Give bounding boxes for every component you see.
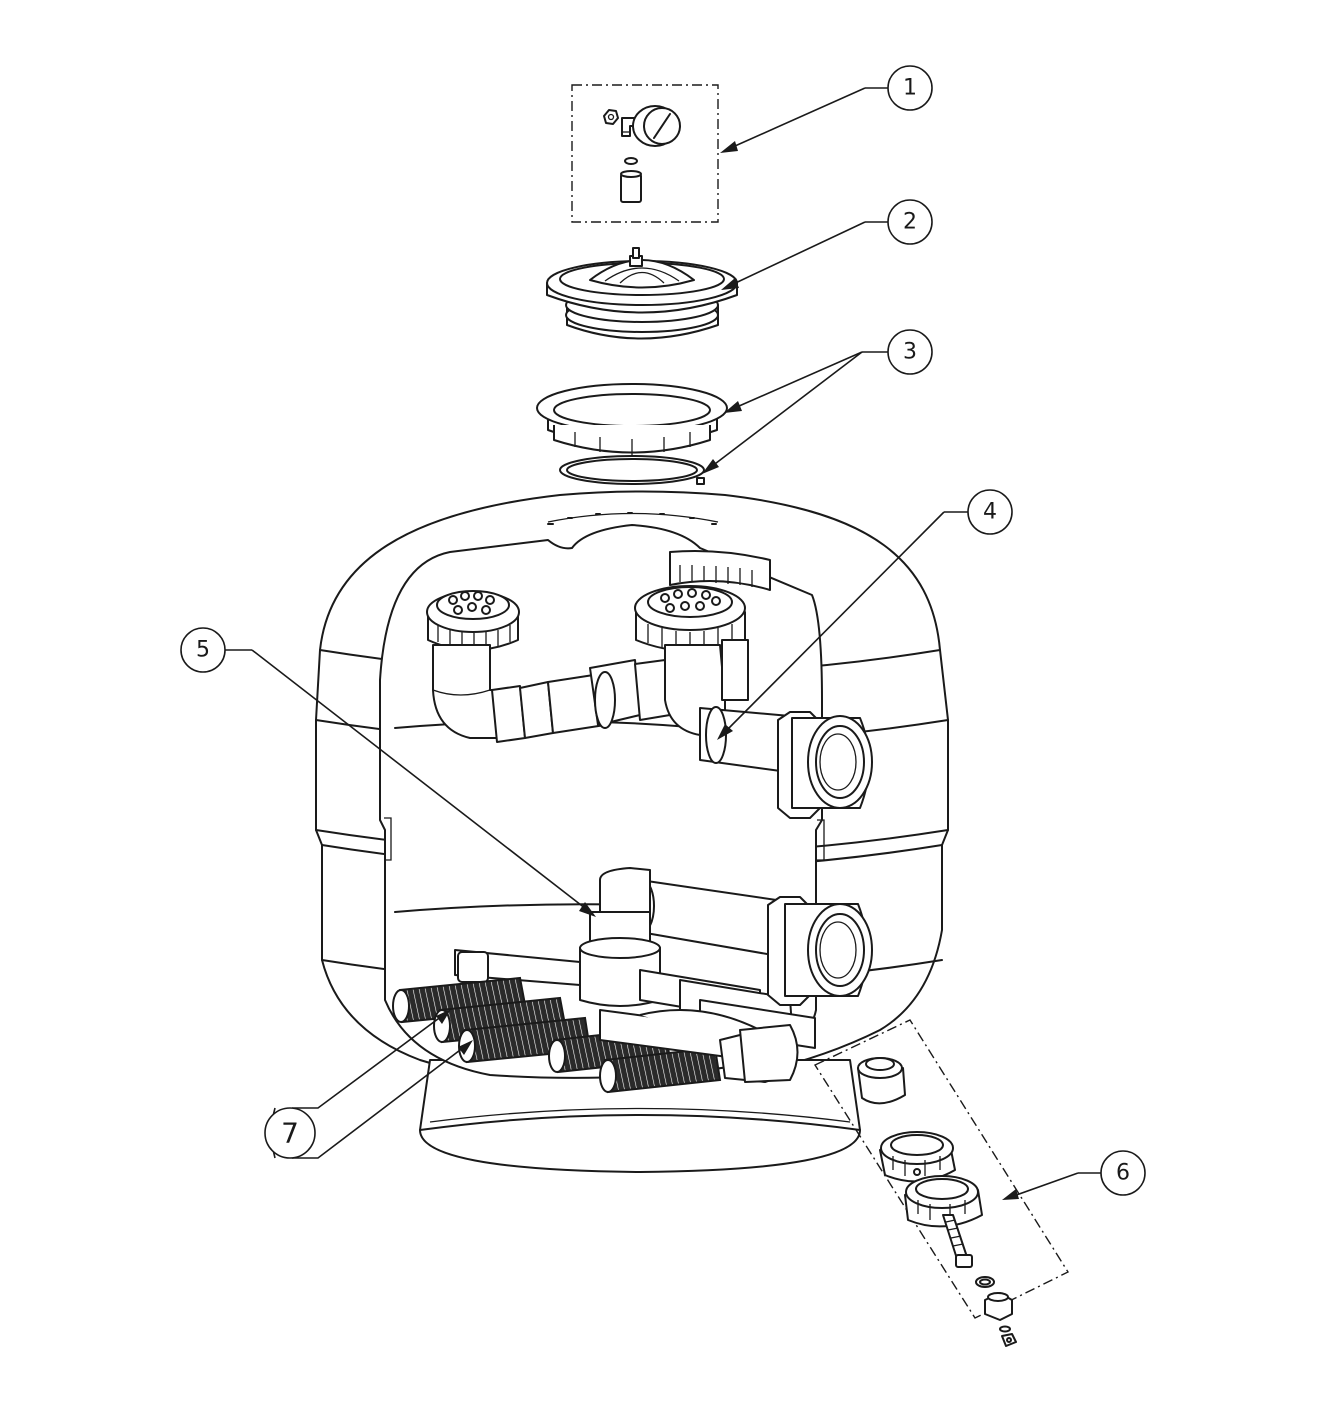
callout-2-label: 2 [903, 210, 917, 235]
callout-3-label: 3 [903, 340, 917, 365]
gauge-kit-dashed-box [571, 84, 719, 223]
tank-top-opening [547, 512, 719, 525]
callout-1: 1 [720, 65, 933, 153]
diffuser-left [426, 590, 520, 651]
callout-7: 7 [264, 1009, 473, 1159]
drain-assembly [813, 1019, 1070, 1347]
callout-5-label: 5 [196, 638, 210, 663]
drain-kit-dashed-box [813, 1019, 1070, 1319]
callout-3: 3 [702, 329, 933, 474]
diffuser-back [669, 550, 771, 591]
callout-4-label: 4 [983, 500, 997, 525]
gauge-o-ring [624, 157, 638, 165]
upper-diffuser-assembly [426, 550, 791, 773]
callout-6: 6 [1002, 1150, 1146, 1200]
callout-5: 5 [180, 627, 596, 917]
callout-2: 2 [721, 199, 933, 290]
lower-lateral-assembly [392, 867, 816, 1094]
gauge-sleeve [620, 173, 642, 203]
callout-1-label: 1 [903, 76, 917, 101]
lower-port-union [767, 896, 873, 1006]
diffuser-right [634, 585, 746, 652]
callout-6-label: 6 [1116, 1161, 1130, 1186]
tank-base-stand [419, 1059, 861, 1173]
callout-7-label: 7 [281, 1117, 299, 1150]
callout-4: 4 [717, 489, 1013, 740]
lid-o-ring [559, 455, 705, 485]
pressure-gauge-kit [571, 84, 719, 223]
lid-clamp-ring [536, 383, 728, 455]
upper-port-union [777, 711, 873, 819]
gauge-nut [603, 109, 619, 125]
filter-lid [546, 247, 738, 340]
